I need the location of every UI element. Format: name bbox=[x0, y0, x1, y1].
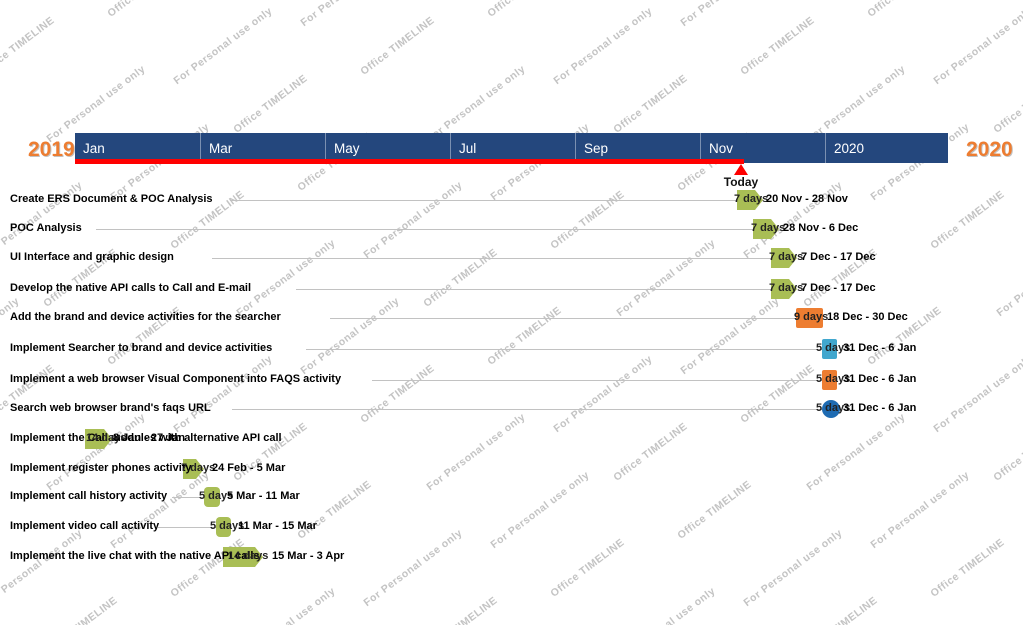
task-connector-line bbox=[232, 409, 822, 410]
month-cell-mar: Mar bbox=[200, 133, 325, 163]
task-connector-line bbox=[306, 349, 822, 350]
task-duration-label: 14 days bbox=[228, 550, 269, 562]
task-dates-label: 20 Nov - 28 Nov bbox=[766, 193, 848, 205]
task-name: Implement the live chat with the native … bbox=[10, 550, 260, 562]
task-name: POC Analysis bbox=[10, 222, 82, 234]
task-name: Search web browser brand's faqs URL bbox=[10, 402, 211, 414]
task-dates-label: 31 Dec - 6 Jan bbox=[843, 373, 917, 385]
task-connector-line bbox=[372, 380, 822, 381]
task-connector-line bbox=[296, 289, 771, 290]
elapsed-time-line bbox=[75, 159, 744, 164]
task-dates-label: 5 Mar - 11 Mar bbox=[227, 490, 300, 502]
task-name: Create ERS Document & POC Analysis bbox=[10, 193, 213, 205]
task-duration-label: 7 days bbox=[769, 251, 804, 263]
task-connector-line bbox=[96, 229, 753, 230]
month-cell-jul: Jul bbox=[450, 133, 575, 163]
task-name: Implement register phones activity bbox=[10, 462, 192, 474]
year-label-2019: 2019 bbox=[28, 138, 75, 161]
task-dates-label: 18 Dec - 30 Dec bbox=[827, 311, 908, 323]
month-cell-nov: Nov bbox=[700, 133, 825, 163]
month-cell-may: May bbox=[325, 133, 450, 163]
task-duration-label: 7 days bbox=[751, 222, 786, 234]
task-connector-line bbox=[212, 258, 771, 259]
task-duration-label: 5 days bbox=[199, 490, 234, 502]
task-duration-label: 5 days bbox=[210, 520, 245, 532]
task-bar[interactable] bbox=[183, 459, 204, 479]
task-duration-label: 7 days bbox=[181, 462, 216, 474]
task-bar[interactable] bbox=[796, 308, 823, 328]
task-connector-line bbox=[158, 527, 216, 528]
task-bar[interactable] bbox=[822, 400, 840, 418]
task-dates-label: 11 Mar - 15 Mar bbox=[238, 520, 317, 532]
task-name: Implement the Call modules with alternat… bbox=[10, 432, 282, 444]
task-name: Implement Searcher to brand and device a… bbox=[10, 342, 273, 354]
task-name: Develop the native API calls to Call and… bbox=[10, 282, 252, 294]
task-dates-label: 28 Nov - 6 Dec bbox=[783, 222, 859, 234]
today-label: Today bbox=[723, 175, 759, 189]
task-connector-line bbox=[230, 200, 737, 201]
task-bar[interactable] bbox=[753, 219, 779, 239]
task-bar[interactable] bbox=[85, 429, 112, 449]
task-duration-label: 7 days bbox=[769, 282, 804, 294]
task-bar[interactable] bbox=[737, 190, 763, 210]
task-duration-label: 5 days bbox=[816, 373, 851, 385]
task-duration-label: 9 days bbox=[794, 311, 829, 323]
task-duration-label: 5 days bbox=[816, 402, 851, 414]
task-dates-label: 15 Mar - 3 Apr bbox=[272, 550, 345, 562]
task-dates-label: 7 Dec - 17 Dec bbox=[801, 282, 876, 294]
task-bar[interactable] bbox=[223, 547, 263, 567]
task-bar[interactable] bbox=[822, 339, 837, 359]
task-name: Implement a web browser Visual Component… bbox=[10, 373, 342, 385]
month-cell-jan: Jan bbox=[83, 140, 105, 156]
month-cell-2020: 2020 bbox=[825, 133, 948, 163]
task-name: Add the brand and device activities for … bbox=[10, 311, 281, 323]
month-cell-sep: Sep bbox=[575, 133, 700, 163]
task-dates-label: 31 Dec - 6 Jan bbox=[843, 402, 917, 414]
task-bar[interactable] bbox=[204, 487, 220, 507]
task-dates-label: 7 Dec - 17 Dec bbox=[801, 251, 876, 263]
task-bar[interactable] bbox=[822, 370, 837, 390]
task-duration-label: 14 days bbox=[86, 432, 127, 444]
year-label-2020: 2020 bbox=[966, 138, 1013, 161]
task-name: Implement call history activity bbox=[10, 490, 168, 502]
task-name: Implement video call activity bbox=[10, 520, 160, 532]
task-duration-label: 7 days bbox=[734, 193, 769, 205]
task-connector-line bbox=[330, 318, 796, 319]
task-bar[interactable] bbox=[216, 517, 231, 537]
task-duration-label: 5 days bbox=[816, 342, 851, 354]
today-marker-icon bbox=[734, 164, 748, 175]
task-name: UI Interface and graphic design bbox=[10, 251, 174, 263]
task-bar[interactable] bbox=[771, 279, 797, 299]
task-dates-label: 24 Feb - 5 Mar bbox=[212, 462, 286, 474]
task-bar[interactable] bbox=[771, 248, 797, 268]
task-dates-label: 8 Jan - 27 Jan bbox=[113, 432, 186, 444]
task-dates-label: 31 Dec - 6 Jan bbox=[843, 342, 917, 354]
task-connector-line bbox=[172, 497, 204, 498]
